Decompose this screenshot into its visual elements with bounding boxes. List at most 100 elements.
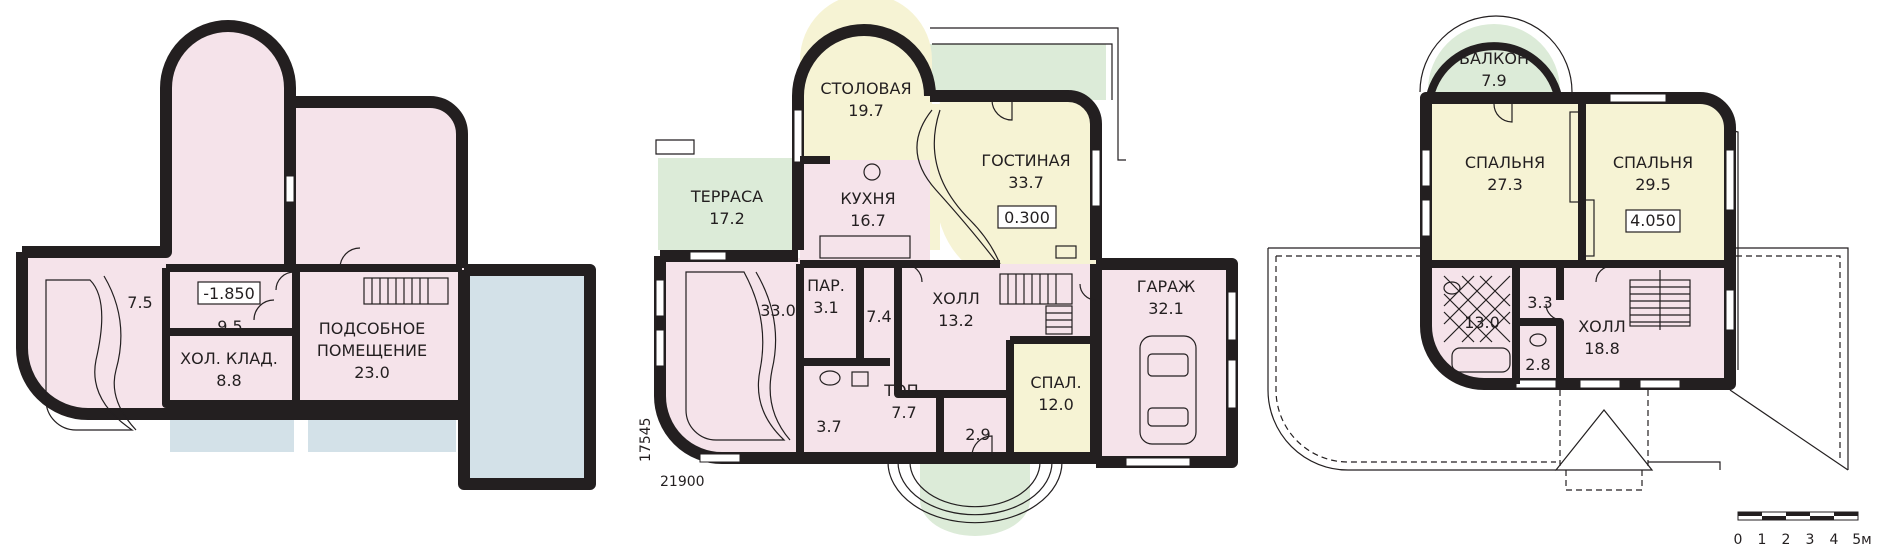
balcony-railing-outer bbox=[1419, 15, 1573, 93]
living-wall bbox=[930, 90, 1102, 260]
bedroom-area: 12.0 bbox=[1038, 395, 1074, 414]
ground-level-mark: 0.300 bbox=[1004, 208, 1050, 227]
scale-seg-5 bbox=[1834, 512, 1858, 516]
porch-railing bbox=[930, 27, 1126, 161]
basement-plan: 7.5 -1.850 9.5 ХОЛ. КЛАД. 8.8 ПОДСОБНОЕ … bbox=[16, 20, 596, 490]
fireplace bbox=[1055, 245, 1077, 259]
basement-utility-name-1: ПОДСОБНОЕ bbox=[319, 319, 426, 338]
entry-door bbox=[971, 435, 993, 457]
living-door bbox=[991, 99, 1013, 121]
pool-window-3 bbox=[699, 453, 741, 463]
kitchen-name: КУХНЯ bbox=[840, 189, 895, 208]
basement-left-outline bbox=[45, 279, 134, 431]
basement-wall-top bbox=[22, 20, 468, 268]
basement-room-left-area: 7.5 bbox=[127, 293, 152, 312]
kitchen-area: 16.7 bbox=[850, 211, 886, 230]
scale-bar: 0 1 2 3 4 5м bbox=[1734, 511, 1872, 548]
bedroom2-fill bbox=[1584, 104, 1728, 262]
pool-outline bbox=[685, 271, 786, 441]
pool-curve bbox=[755, 271, 791, 441]
pool-window-top bbox=[689, 251, 727, 261]
upper-window-right-1 bbox=[1725, 149, 1735, 211]
scale-tick-5: 5м bbox=[1852, 532, 1871, 548]
ground-stairs bbox=[999, 273, 1073, 335]
entry-posts bbox=[1559, 390, 1649, 470]
wardrobe-1 bbox=[1569, 111, 1581, 203]
depth-dimension: 17545 bbox=[638, 417, 654, 462]
upper-floor-plan: БАЛКОН 7.9 СПАЛЬНЯ 27.3 СПАЛЬНЯ 29.5 4.0… bbox=[1267, 15, 1849, 491]
upper-outer-wall bbox=[1420, 92, 1736, 390]
bedroom1-name: СПАЛЬНЯ bbox=[1465, 153, 1545, 172]
bathtub bbox=[1451, 347, 1511, 373]
wc-area: 3.7 bbox=[816, 417, 841, 436]
scale-seg-4 bbox=[1810, 516, 1834, 520]
living-window bbox=[1091, 149, 1101, 207]
wc-partition bbox=[1516, 318, 1564, 384]
pool-window-1 bbox=[655, 279, 665, 317]
shower-area: 7.4 bbox=[866, 307, 891, 326]
roof-line-left bbox=[1275, 256, 1556, 463]
bathroom-area: 13.0 bbox=[1464, 313, 1500, 332]
curved-partition bbox=[916, 109, 999, 265]
dining-wall bbox=[792, 24, 936, 250]
garage-window-2 bbox=[1227, 359, 1237, 409]
car-windshield bbox=[1147, 353, 1189, 377]
balcony-door bbox=[1493, 103, 1513, 123]
roof-edge-left bbox=[1267, 248, 1556, 471]
roof-step bbox=[1648, 461, 1721, 470]
dining-area: 19.7 bbox=[848, 101, 884, 120]
balcony-railing bbox=[1426, 42, 1562, 98]
living-area: 33.7 bbox=[1008, 173, 1044, 192]
basement-top-fill bbox=[26, 28, 462, 270]
pool-area: 33.0 bbox=[760, 301, 796, 320]
basement-cold-storage-area: 8.8 bbox=[216, 371, 241, 390]
garage-area: 32.1 bbox=[1148, 299, 1184, 318]
balcony-area: 7.9 bbox=[1481, 71, 1506, 90]
scale-seg-1 bbox=[1738, 512, 1762, 516]
basement-level-mark: -1.850 bbox=[203, 284, 255, 303]
basement-curve bbox=[103, 275, 137, 431]
entry-roof-dash bbox=[1565, 470, 1643, 491]
sauna-name: ПАР. bbox=[807, 276, 845, 295]
upper-hall-area: 18.8 bbox=[1584, 339, 1620, 358]
kitchen-fill bbox=[800, 160, 930, 264]
ground-floor-plan: СТОЛОВАЯ 19.7 ГОСТИНАЯ 33.7 0.300 ТЕРРАС… bbox=[638, 0, 1238, 536]
upper-window-left-2 bbox=[1421, 199, 1431, 237]
car bbox=[1139, 335, 1197, 445]
upper-window-bottom-3 bbox=[1639, 379, 1681, 389]
roof-hip bbox=[1729, 389, 1849, 471]
hall-area: 13.2 bbox=[938, 311, 974, 330]
upper-window-bottom-1 bbox=[1515, 379, 1557, 389]
entry-step-2 bbox=[897, 461, 1053, 516]
closet-area: 3.3 bbox=[1527, 293, 1552, 312]
basement-door-3 bbox=[275, 271, 295, 291]
kitchen-counter bbox=[819, 235, 911, 259]
entry-roof bbox=[1554, 409, 1654, 471]
basement-cold-storage-name: ХОЛ. КЛАД. bbox=[180, 349, 278, 368]
upper-right-trim bbox=[1729, 129, 1739, 370]
entry-fill bbox=[920, 462, 1030, 536]
garage-door bbox=[1125, 457, 1191, 467]
hall-name: ХОЛЛ bbox=[932, 289, 980, 308]
furnace-name: ТОП. bbox=[883, 381, 923, 400]
scale-tick-3: 3 bbox=[1806, 532, 1815, 548]
upper-window-right-2 bbox=[1725, 289, 1735, 331]
entry-step-1 bbox=[887, 461, 1063, 524]
basement-window bbox=[285, 175, 295, 203]
balcony-fill bbox=[1428, 24, 1560, 104]
scale-tick-1: 1 bbox=[1758, 532, 1767, 548]
pool-fill bbox=[660, 258, 800, 456]
garage-hall-door bbox=[1079, 283, 1097, 301]
curved-partition-2 bbox=[933, 109, 1001, 265]
terrace-name: ТЕРРАСА bbox=[690, 187, 763, 206]
basement-door bbox=[339, 247, 361, 269]
bedroom1-area: 27.3 bbox=[1487, 175, 1523, 194]
basement-stairs bbox=[363, 277, 449, 305]
toilet bbox=[819, 370, 841, 386]
scale-tick-4: 4 bbox=[1830, 532, 1839, 548]
upper-window-top bbox=[1609, 93, 1667, 103]
wardrobe-2 bbox=[1583, 199, 1595, 257]
furnace-partition bbox=[894, 264, 1010, 398]
upper-stairs bbox=[1629, 270, 1691, 330]
